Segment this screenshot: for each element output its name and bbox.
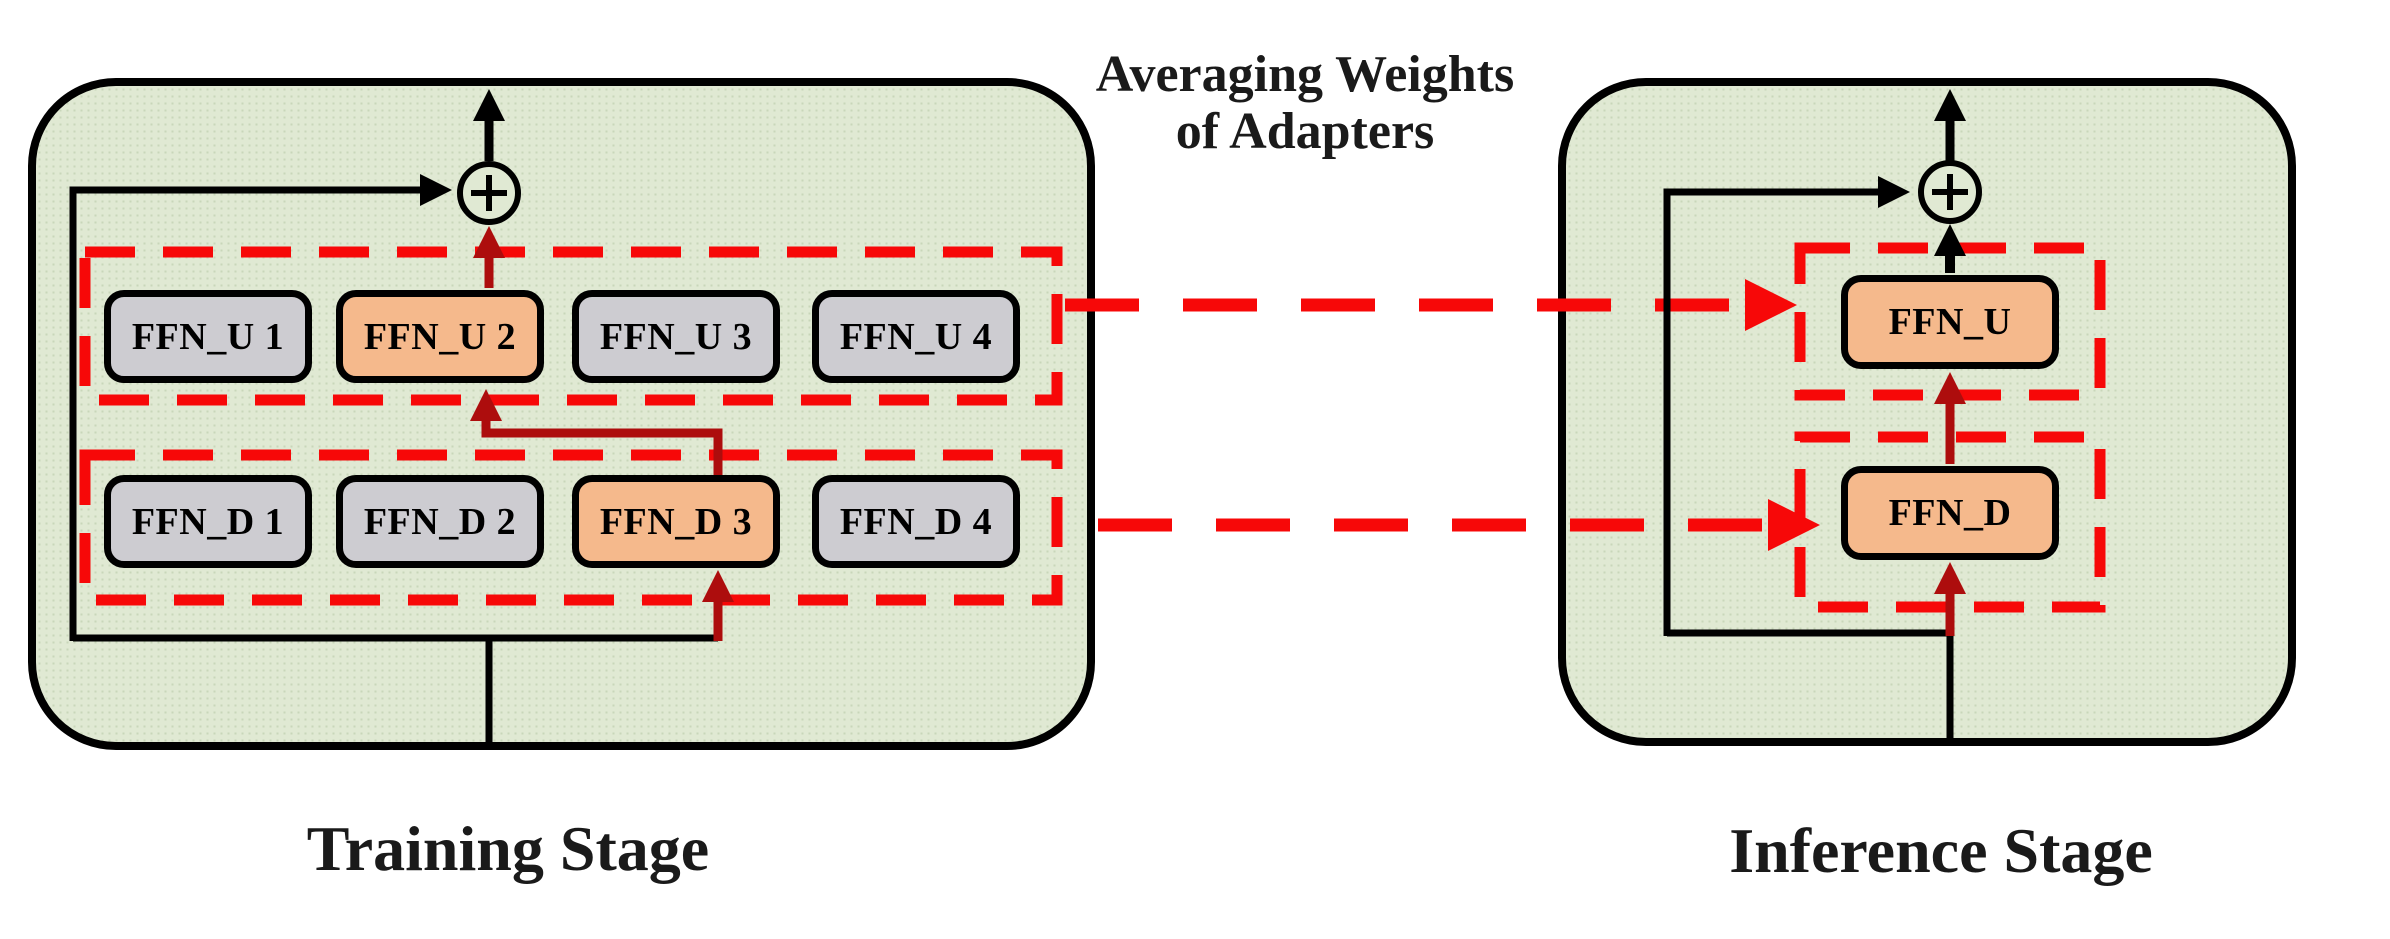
- training-ffn-u-group-box: [79, 246, 1063, 406]
- diagram-title: Averaging Weights of Adapters: [1055, 46, 1555, 160]
- averaging-arrows: [1065, 279, 1820, 551]
- inference-residual-arrow: [1663, 176, 1910, 636]
- inference-ffn-u-group-box: [1794, 242, 2106, 401]
- adapter-ffn-d-4: FFN_D 4: [812, 475, 1020, 568]
- inference-add-icon: [1918, 160, 1982, 224]
- adapter-ffn-d-2: FFN_D 2: [336, 475, 544, 568]
- adapter-ffn-u-4: FFN_U 4: [812, 290, 1020, 383]
- adapter-ffn-u-3: FFN_U 3: [572, 290, 780, 383]
- adapter-ffn-u-1: FFN_U 1: [104, 290, 312, 383]
- training-residual-arrow: [69, 174, 452, 641]
- adapter-ffn-u-merged: FFN_U: [1841, 275, 2059, 369]
- adapter-ffn-d-3: FFN_D 3: [572, 475, 780, 568]
- title-line-1: Averaging Weights: [1095, 46, 1515, 103]
- inference-stage-label: Inference Stage: [1729, 815, 2153, 886]
- training-ffn-d3-to-ffn-u2-arrow: [470, 389, 723, 477]
- adapter-ffn-d-merged: FFN_D: [1841, 466, 2059, 560]
- training-add-icon: [457, 161, 521, 225]
- training-stage-label: Training Stage: [306, 813, 710, 884]
- training-ffn-d-group-box: [79, 449, 1063, 606]
- title-line-2: of Adapters: [1175, 103, 1435, 161]
- inference-wiring: [1663, 89, 2106, 742]
- training-wiring: [69, 89, 1063, 746]
- adapter-ffn-d-1: FFN_D 1: [104, 475, 312, 568]
- adapter-ffn-u-2: FFN_U 2: [336, 290, 544, 383]
